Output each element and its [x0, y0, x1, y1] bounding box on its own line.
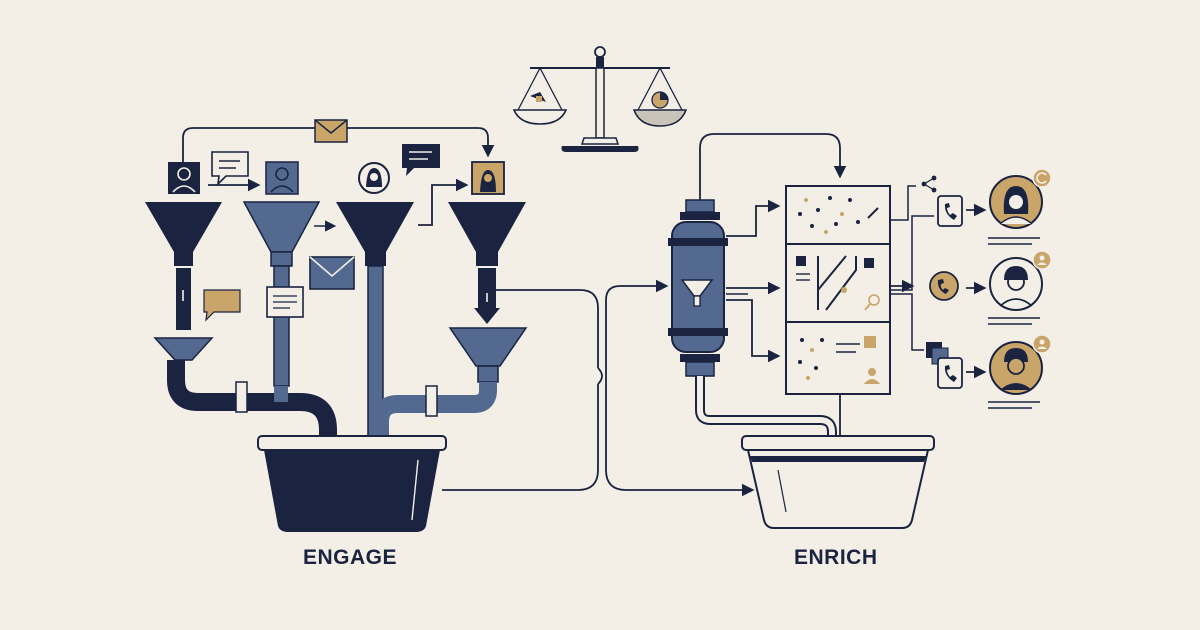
pipe-icon — [695, 376, 837, 456]
funnel-icon — [153, 337, 214, 361]
data-panel-icon — [785, 185, 891, 245]
person-icon — [265, 161, 299, 195]
cross-connector — [442, 279, 755, 497]
person-badge-icon — [1032, 250, 1052, 270]
data-panel-icon — [785, 321, 891, 395]
avatar-icon — [989, 257, 1043, 311]
person-icon — [358, 162, 390, 194]
envelope-icon — [309, 256, 355, 290]
funnel-icon — [448, 327, 528, 383]
balance-scale-icon — [512, 46, 688, 152]
chat-bubble-icon — [203, 289, 241, 322]
person-icon — [471, 161, 505, 195]
flow-arrow — [890, 185, 987, 379]
avatar-icon — [989, 341, 1043, 395]
basin-icon — [257, 435, 447, 532]
share-icon — [921, 175, 937, 193]
envelope-icon — [314, 119, 348, 143]
data-panel-icon — [785, 243, 891, 323]
flow-arrow — [726, 199, 781, 363]
enrich-label: ENRICH — [794, 546, 878, 569]
person-icon — [168, 162, 200, 194]
phone-icon — [937, 357, 963, 389]
filter-tank-icon — [668, 199, 728, 377]
basin-icon — [741, 435, 935, 529]
funnel-icon — [145, 202, 222, 330]
note-card-icon — [266, 286, 304, 318]
chat-bubble-icon — [211, 151, 249, 187]
chat-bubble-icon — [402, 144, 440, 176]
phone-icon — [929, 271, 959, 301]
avatar-icon — [989, 175, 1043, 229]
funnel-icon — [448, 202, 526, 324]
engage-label: ENGAGE — [303, 546, 398, 569]
refresh-badge-icon — [1032, 168, 1052, 188]
funnel-icon — [336, 202, 414, 437]
phone-icon — [937, 195, 963, 227]
pipe-icon — [167, 360, 497, 438]
top-loop-connector — [699, 133, 847, 208]
person-badge-icon — [1032, 334, 1052, 354]
flow-arrow — [418, 178, 469, 226]
